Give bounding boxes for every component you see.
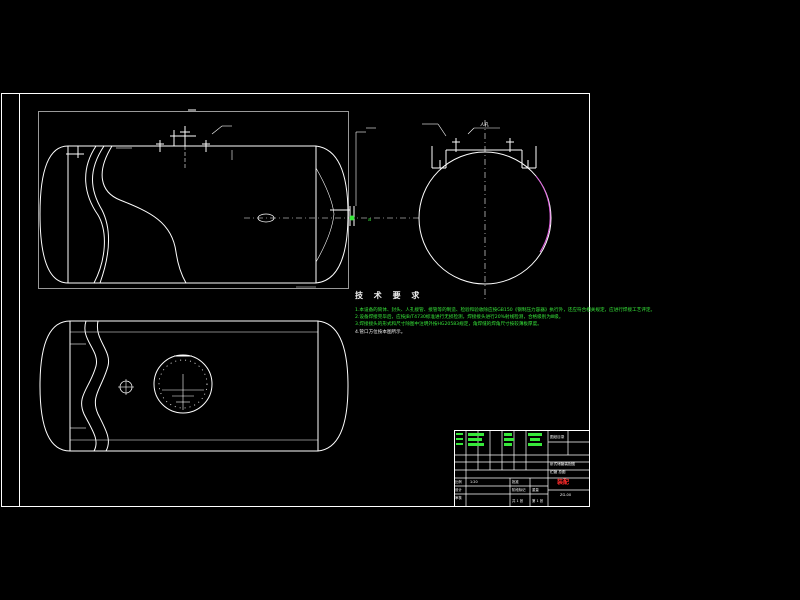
tb-scale-value: 1:20 [470,480,478,484]
tb-stage-label: 阶段标记 [512,487,526,492]
tb-drawing-name-2: 贮罐 总图 [550,469,566,474]
tb-approved: 批准 [512,479,519,484]
tb-checked: 审核 [455,495,462,500]
plan-view [39,320,349,452]
title-block [454,430,590,507]
side-view-label: 人孔 [480,121,489,128]
title-block-green-marks [456,433,542,446]
tb-sheet-label: 共 1 张 [512,498,524,503]
side-view [418,120,552,300]
technical-note: 2.设备焊接完毕后，应按JB/T4730标准进行无损检测，焊接接头进行20%射线… [355,315,564,321]
tb-drawing-name: 卧式储罐装配图 [550,461,576,466]
technical-note: 3.焊接接头的形式和尺寸除图中注明外按HG20583规定，角焊缝的焊角尺寸按较薄… [355,322,542,328]
technical-note: 4.管口方位按本图所示。 [355,329,406,335]
tb-sheet-of: 第 1 张 [532,498,544,503]
side-view-arc-highlight [535,175,551,253]
technical-requirements-title: 技 术 要 求 [355,291,424,300]
tb-company: 图纸目录 [550,434,565,439]
tb-weight-label: 重量 [532,487,539,492]
nozzle-a-label: a [368,217,371,223]
inner-border [19,93,590,507]
tb-red-mark: 装配 [556,478,569,486]
tb-scale-label: 比例 [455,479,462,484]
tb-drawing-no: ZG-00 [560,493,572,497]
front-view [38,109,420,289]
nozzle-a-marker [349,215,355,221]
tb-designed: 设计 [455,487,462,492]
technical-requirements: 技 术 要 求 1.本设备的筒体、封头、人孔接管、接管等的制造、检验和验收除应按… [355,290,800,336]
technical-note: 1.本设备的筒体、封头、人孔接管、接管等的制造、检验和验收除应按GB150《钢制… [355,308,656,313]
